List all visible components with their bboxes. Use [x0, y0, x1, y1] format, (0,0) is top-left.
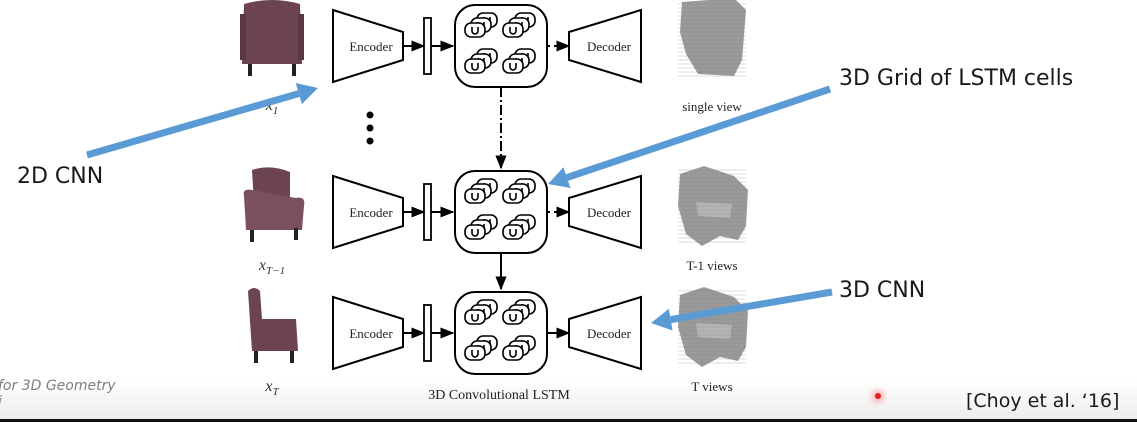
- laser-pointer: [875, 393, 881, 399]
- encoder-label: Encoder: [349, 205, 393, 220]
- arrow-shaft: [86, 90, 300, 159]
- input-label: xT: [264, 378, 279, 398]
- chair-leg: [290, 351, 294, 363]
- arrow-head: [295, 83, 318, 105]
- lstm-grid-block: [455, 292, 547, 374]
- arrow-3d-cnn-to-decoder: [651, 288, 833, 331]
- footer-line-2: i: [0, 394, 116, 410]
- footer-line-1: for 3D Geometry: [0, 378, 116, 394]
- chair-leg: [248, 64, 252, 76]
- footer-band: [0, 380, 1137, 420]
- voxel-reconstruction: [678, 166, 748, 246]
- chair-body: [248, 288, 298, 351]
- lstm-grid-block: [455, 5, 547, 87]
- voxel-shape: [680, 0, 746, 76]
- chair-leg: [250, 230, 254, 242]
- chair-arm: [240, 14, 246, 60]
- ellipsis-dot: [366, 111, 374, 119]
- input-chair-image: [243, 167, 305, 242]
- input-chair-image: [240, 0, 304, 76]
- chair-leg: [292, 64, 296, 76]
- chair-arm: [298, 14, 304, 60]
- annotation-3d-grid-lstm-cells: 3D Grid of LSTM cells: [839, 66, 1074, 91]
- output-label: single view: [682, 99, 742, 114]
- arrow-shaft: [670, 288, 833, 324]
- input-label-subscript: 1: [273, 105, 279, 117]
- arrow-grid-to-lstm: [548, 85, 832, 189]
- arrow-head: [651, 308, 673, 331]
- output-label: T-1 views: [686, 258, 737, 273]
- encoder-label: Encoder: [349, 326, 393, 341]
- chair-leg: [254, 351, 258, 363]
- annotation-2d-cnn: 2D CNN: [17, 164, 104, 189]
- arrow-2d-cnn-to-encoder: [86, 83, 318, 159]
- footer-course-title: for 3D Geometry i: [0, 378, 116, 410]
- input-chair-image: [248, 288, 298, 363]
- ellipsis-dot: [366, 137, 374, 145]
- chair-seat: [243, 189, 305, 230]
- citation: [Choy et al. ‘16]: [966, 390, 1120, 412]
- chair-back: [242, 0, 302, 64]
- output-label: T views: [691, 379, 732, 394]
- ellipsis-dot: [366, 124, 374, 132]
- encoder-label: Encoder: [349, 39, 393, 54]
- voxel-reconstruction: [678, 287, 748, 367]
- arrow-shaft: [565, 85, 832, 181]
- bottom-border: [0, 419, 1137, 422]
- feature-vector: [423, 304, 432, 362]
- input-label: xT−1: [258, 257, 285, 277]
- feature-vector: [423, 17, 432, 75]
- annotation-3d-cnn: 3D CNN: [839, 278, 926, 303]
- lstm-caption: 3D Convolutional LSTM: [428, 388, 570, 403]
- decoder-label: Decoder: [587, 39, 632, 54]
- feature-vector: [423, 183, 432, 241]
- chair-leg: [294, 228, 298, 240]
- voxel-reconstruction: [678, 0, 746, 77]
- decoder-label: Decoder: [587, 326, 632, 341]
- lstm-grid-block: [455, 171, 547, 253]
- input-label-subscript: T−1: [266, 265, 285, 277]
- arrow-head: [548, 167, 571, 189]
- decoder-label: Decoder: [587, 205, 632, 220]
- input-label-subscript: T: [272, 386, 279, 398]
